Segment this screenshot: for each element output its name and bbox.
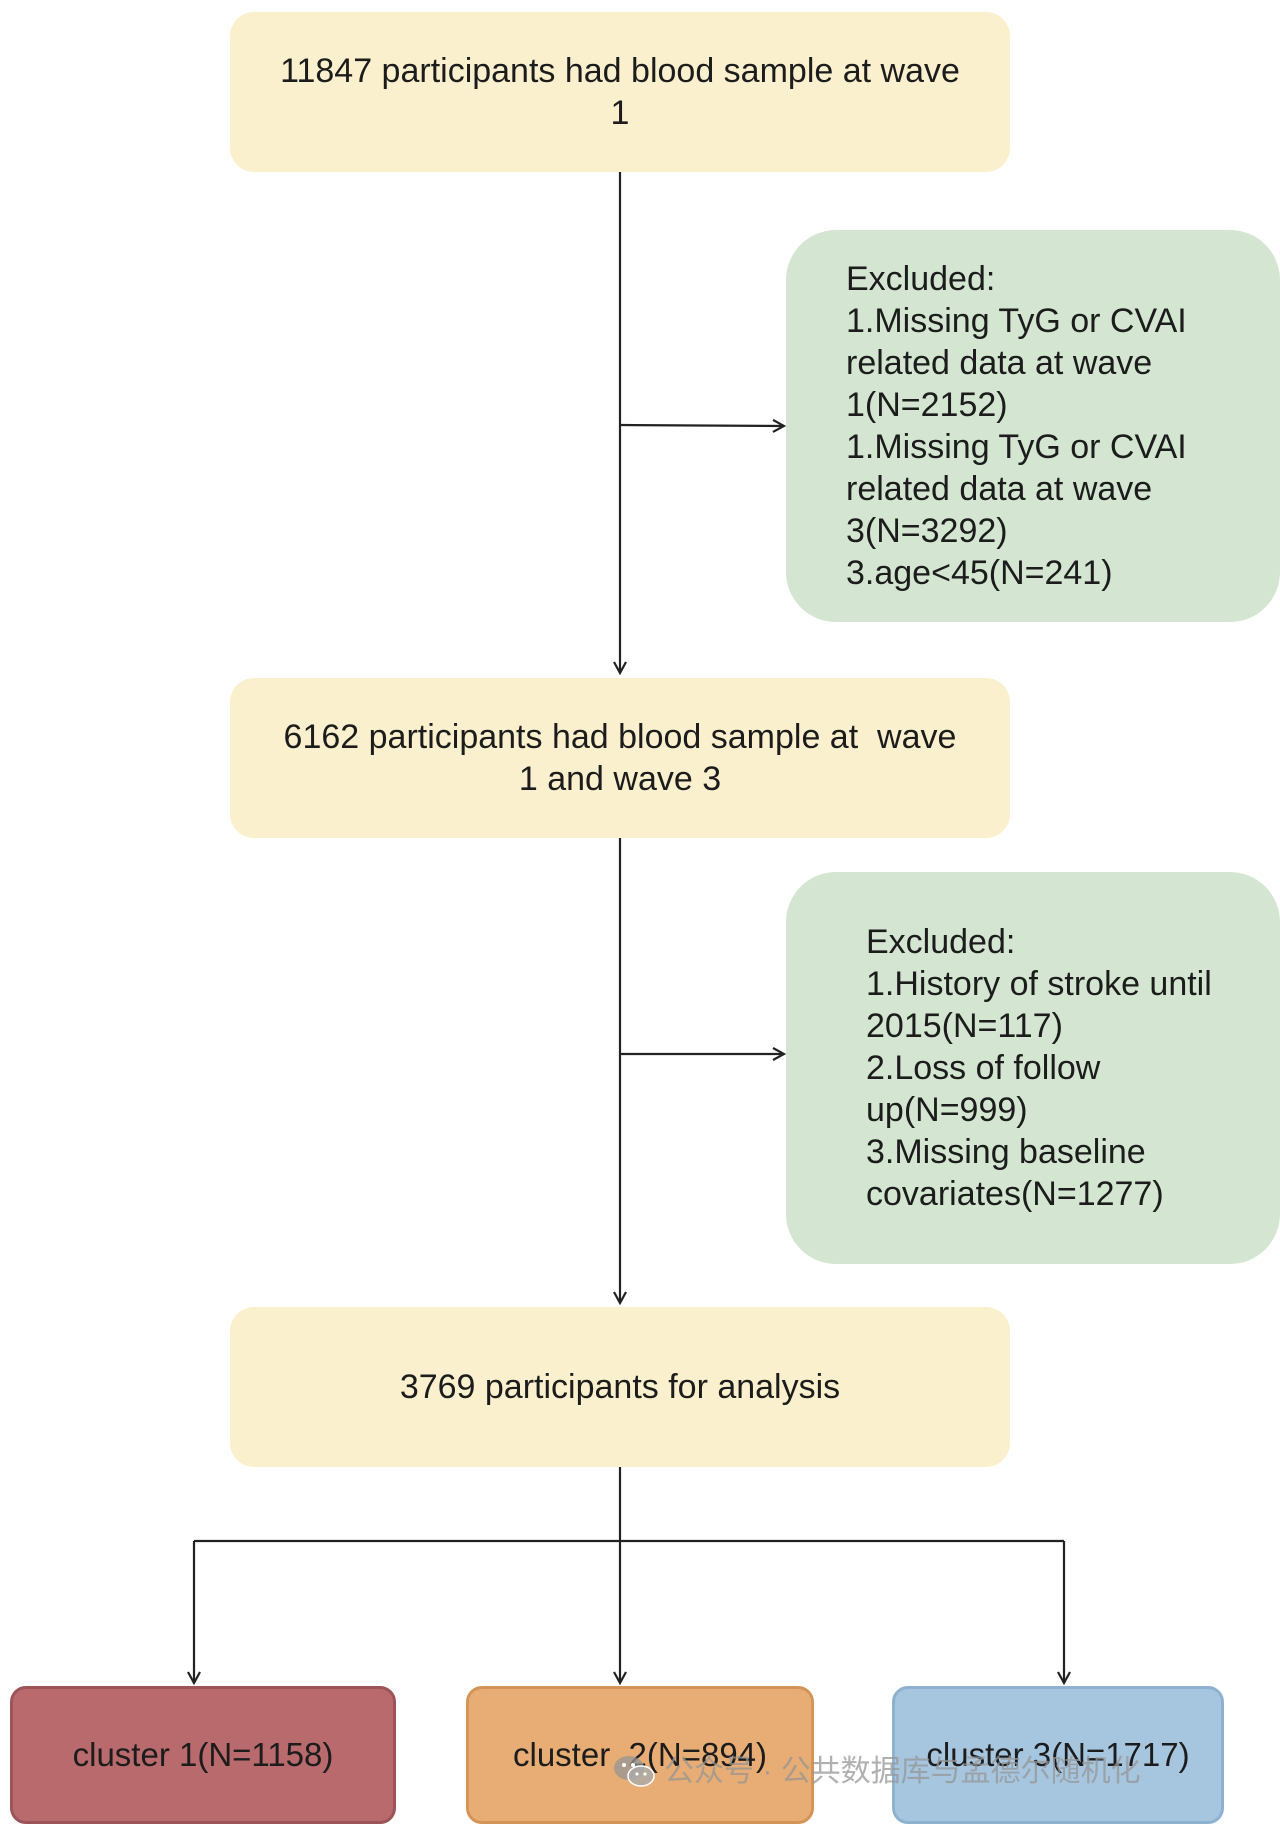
excluded2-line: up(N=999): [866, 1091, 1028, 1129]
excluded1-line: 1(N=2152): [846, 386, 1008, 424]
cluster2-box: cluster 2(N=894): [466, 1686, 814, 1824]
cluster1-label: cluster 1(N=1158): [72, 1736, 334, 1773]
excluded2-line: Excluded:: [866, 923, 1016, 961]
excluded2-line: covariates(N=1277): [866, 1175, 1164, 1213]
excluded2-lines: Excluded: 1.History of stroke until 2015…: [866, 921, 1212, 1215]
excluded1-lines: Excluded: 1.Missing TyG or CVAI related …: [846, 258, 1187, 594]
excluded2-line: 2.Loss of follow: [866, 1049, 1101, 1087]
cluster2-label: cluster 2(N=894): [512, 1736, 768, 1773]
analysis-label: 3769 participants for analysis: [399, 1368, 841, 1406]
wave1-box: 11847 participants had blood sample at w…: [230, 12, 1010, 172]
excluded1-line: 1.Missing TyG or CVAI: [846, 428, 1187, 466]
excluded1-line: 1.Missing TyG or CVAI: [846, 302, 1187, 340]
excluded2-line: 3.Missing baseline: [866, 1133, 1146, 1171]
cluster3-label: cluster 3(N=1717): [926, 1736, 1190, 1773]
excluded1-line: 3(N=3292): [846, 512, 1008, 550]
excluded1-line: Excluded:: [846, 260, 996, 298]
excluded2-line: 1.History of stroke until: [866, 965, 1212, 1003]
excluded1-box: Excluded: 1.Missing TyG or CVAI related …: [786, 230, 1280, 622]
wave1-line2: 1: [610, 94, 630, 132]
excluded2-box: Excluded: 1.History of stroke until 2015…: [786, 872, 1280, 1264]
excluded2-line: 2015(N=117): [866, 1007, 1063, 1045]
excluded1-line: related data at wave: [846, 470, 1153, 508]
excluded1-line: related data at wave: [846, 344, 1153, 382]
wave13-line2: 1 and wave 3: [518, 760, 722, 798]
wave1-line1: 11847 participants had blood sample at w…: [280, 52, 960, 90]
wechat-icon: [614, 1756, 655, 1787]
arrow-to-excluded1: [619, 425, 784, 426]
watermark: 公众号 · 公共数据库与孟德尔随机化: [612, 1754, 1141, 1790]
cluster1-box: cluster 1(N=1158): [10, 1686, 396, 1824]
watermark-text: 公众号 · 公共数据库与孟德尔随机化: [664, 1755, 1141, 1788]
wave13-box: 6162 participants had blood sample at wa…: [230, 678, 1010, 838]
cluster3-box: cluster 3(N=1717): [892, 1686, 1224, 1824]
wave13-line1: 6162 participants had blood sample at wa…: [283, 718, 957, 756]
excluded1-line: 3.age<45(N=241): [846, 554, 1113, 592]
analysis-box: 3769 participants for analysis: [230, 1307, 1010, 1467]
